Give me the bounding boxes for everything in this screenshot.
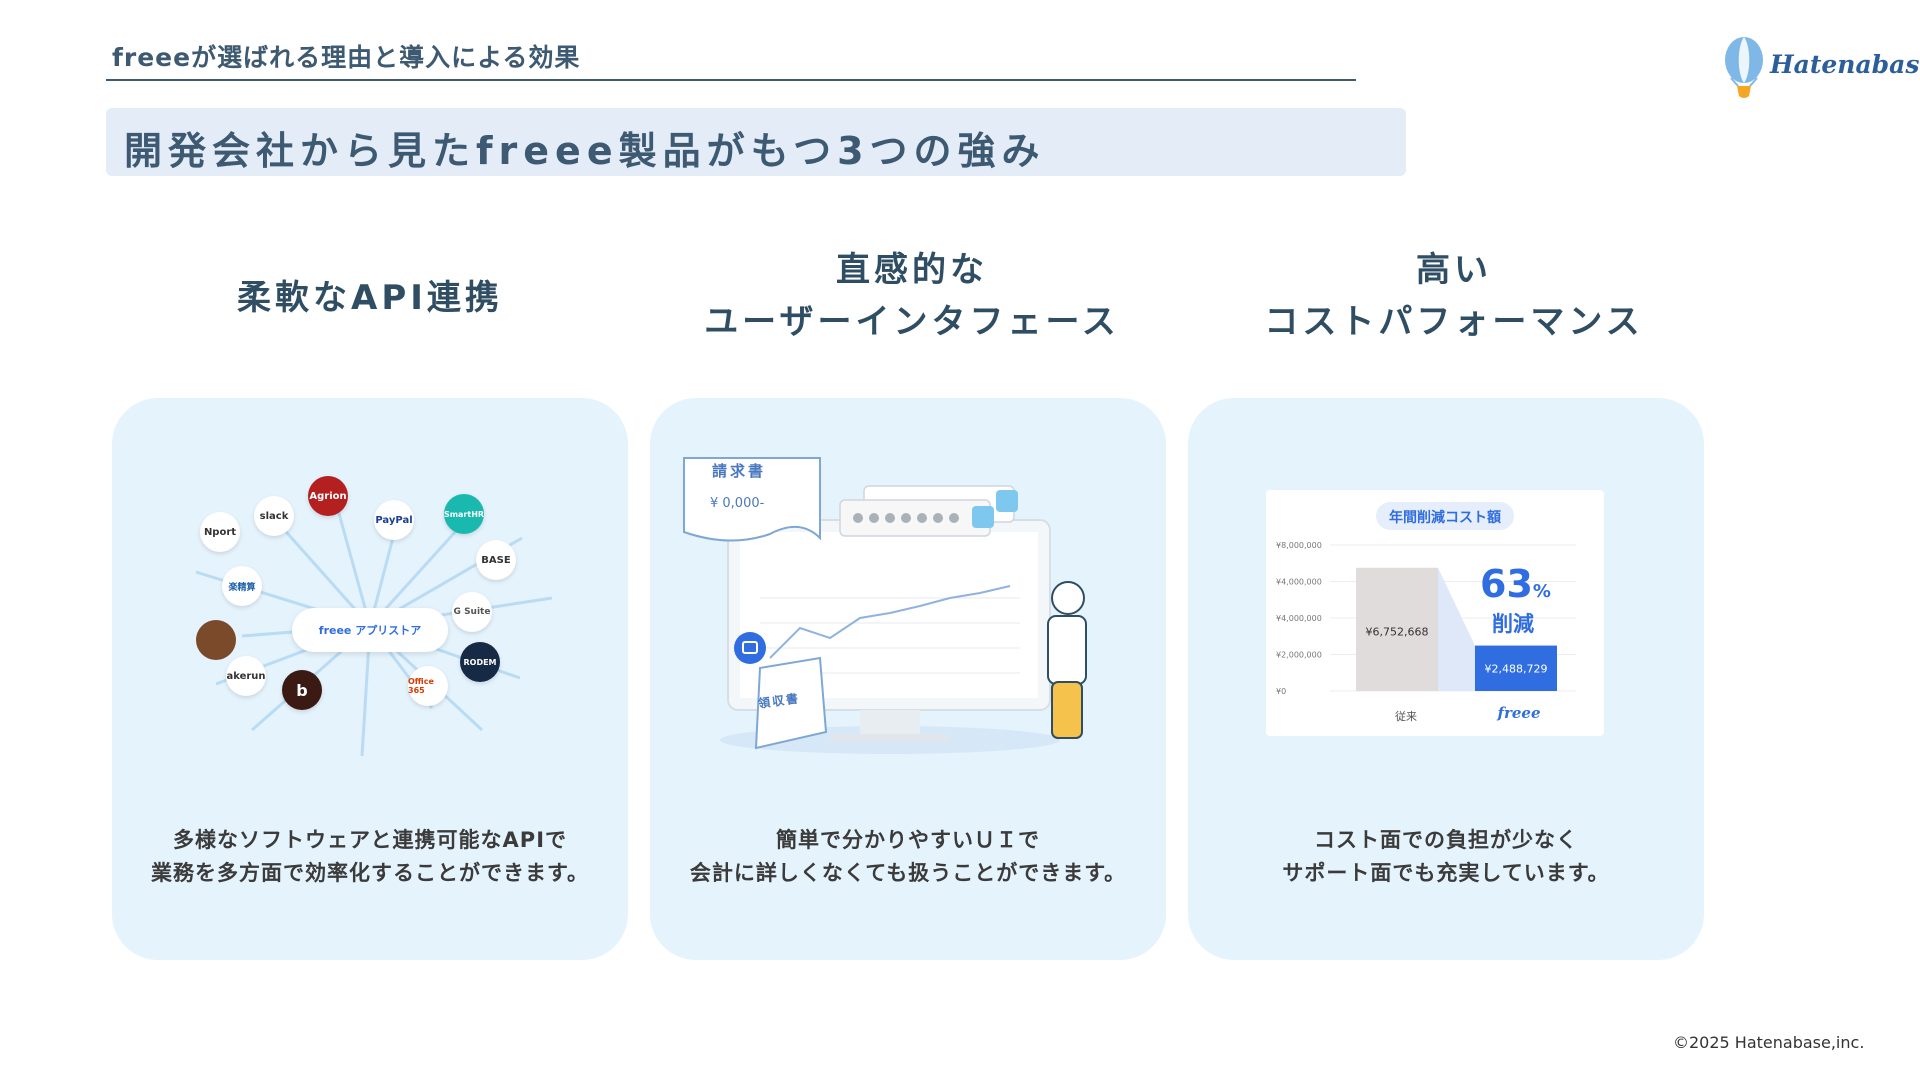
y-tick-label: ¥2,000,000 — [1276, 651, 1322, 660]
app-node-b: b — [282, 670, 322, 710]
reduction-shade — [1438, 567, 1475, 691]
x-label-freee: freee — [1497, 704, 1541, 722]
chart-title: 年間削減コスト額 — [1389, 510, 1501, 526]
cost-chart-svg: ¥0 ¥2,000,000 ¥4,000,000 ¥4,000,000 ¥8,000,0… — [1276, 541, 1576, 696]
bar-before — [1356, 567, 1438, 691]
balloon-icon — [1725, 37, 1763, 98]
box-icon — [196, 620, 236, 660]
y-tick-label: ¥4,000,000 — [1276, 614, 1322, 623]
app-node-agrion: Agrion — [308, 476, 348, 516]
reduction-label: 削減 — [1492, 612, 1534, 636]
column-title-ui: 直感的な ユーザーインタフェース — [642, 244, 1182, 348]
logo-text: Hatenabase — [1770, 50, 1920, 79]
column-title-cost: 高い コストパフォーマンス — [1184, 244, 1724, 348]
column-title-line: ユーザーインタフェース — [704, 302, 1120, 342]
freee-app-store-cloud: freee アプリストア — [292, 608, 448, 652]
headline-banner: 開発会社から見たfreee製品がもつ3つの強み — [106, 108, 1406, 176]
app-node-slack: slack — [254, 496, 294, 536]
y-tick-label: ¥4,000,000 — [1276, 578, 1322, 587]
copyright: ©2025 Hatenabase,inc. — [1673, 1033, 1865, 1052]
app-node-smarthr: SmartHR — [444, 494, 484, 534]
column-title-api: 柔軟なAPI連携 — [100, 272, 640, 324]
invoice-label: 請求書 — [712, 462, 767, 480]
reduction-percent: 63% — [1480, 564, 1551, 612]
x-label-before: 従来 — [1395, 710, 1417, 723]
app-node-base: BASE — [476, 540, 516, 580]
column-title-line: コストパフォーマンス — [1264, 302, 1644, 342]
card-api-description: 多様なソフトウェアと連携可能なAPIで 業務を多方面で効率化することができます。 — [151, 828, 589, 885]
app-node-rodem: RODEM — [460, 642, 500, 682]
title-divider — [106, 79, 1356, 81]
card-cost: 年間削減コスト額 ¥0 ¥2,000,000 ¥4,000,000 ¥4,000,00… — [1188, 398, 1704, 960]
column-title-line: 柔軟なAPI連携 — [237, 278, 503, 318]
bar-value-label: ¥6,752,668 — [1366, 626, 1429, 639]
y-tick-label: ¥0 — [1276, 687, 1286, 696]
section-title: freeeが選ばれる理由と導入による効果 — [112, 43, 581, 72]
column-title-line: 高い — [1416, 250, 1492, 290]
cost-chart: 年間削減コスト額 ¥0 ¥2,000,000 ¥4,000,000 ¥4,000,00… — [1266, 490, 1604, 736]
company-logo: Hatenabase — [1722, 36, 1920, 102]
app-node-rakuseisan: 楽精算 — [222, 566, 262, 606]
card-api: Nport slack Agrion PayPal SmartHR BASE G… — [112, 398, 628, 960]
app-node-akerun: akerun — [226, 656, 266, 696]
chart-title-pill — [1376, 502, 1514, 530]
card-ui: 請求書 ¥ 0,000- 領収書 簡単で分かりやすいＵＩで 会計に詳しくなくても… — [650, 398, 1166, 960]
headline-text: 開発会社から見たfreee製品がもつ3つの強み — [124, 129, 1046, 173]
bar-freee — [1475, 645, 1557, 691]
reduction-unit: % — [1532, 581, 1551, 602]
reduction-value: 63 — [1480, 562, 1533, 606]
bar-value-label: ¥2,488,729 — [1485, 662, 1548, 675]
card-cost-description: コスト面での負担が少なく サポート面でも充実しています。 — [1282, 828, 1610, 885]
app-node-office365: Office 365 — [408, 666, 448, 706]
invoice-amount: ¥ 0,000- — [710, 496, 765, 511]
app-node-gsuite: G Suite — [452, 592, 492, 632]
card-ui-description: 簡単で分かりやすいＵＩで 会計に詳しくなくても扱うことができます。 — [689, 828, 1127, 885]
column-title-line: 直感的な — [836, 250, 988, 290]
app-node-nport: Nport — [200, 512, 240, 552]
y-tick-label: ¥8,000,000 — [1276, 541, 1322, 550]
monitor-illustration — [683, 457, 1087, 754]
app-node-paypal: PayPal — [374, 500, 414, 540]
